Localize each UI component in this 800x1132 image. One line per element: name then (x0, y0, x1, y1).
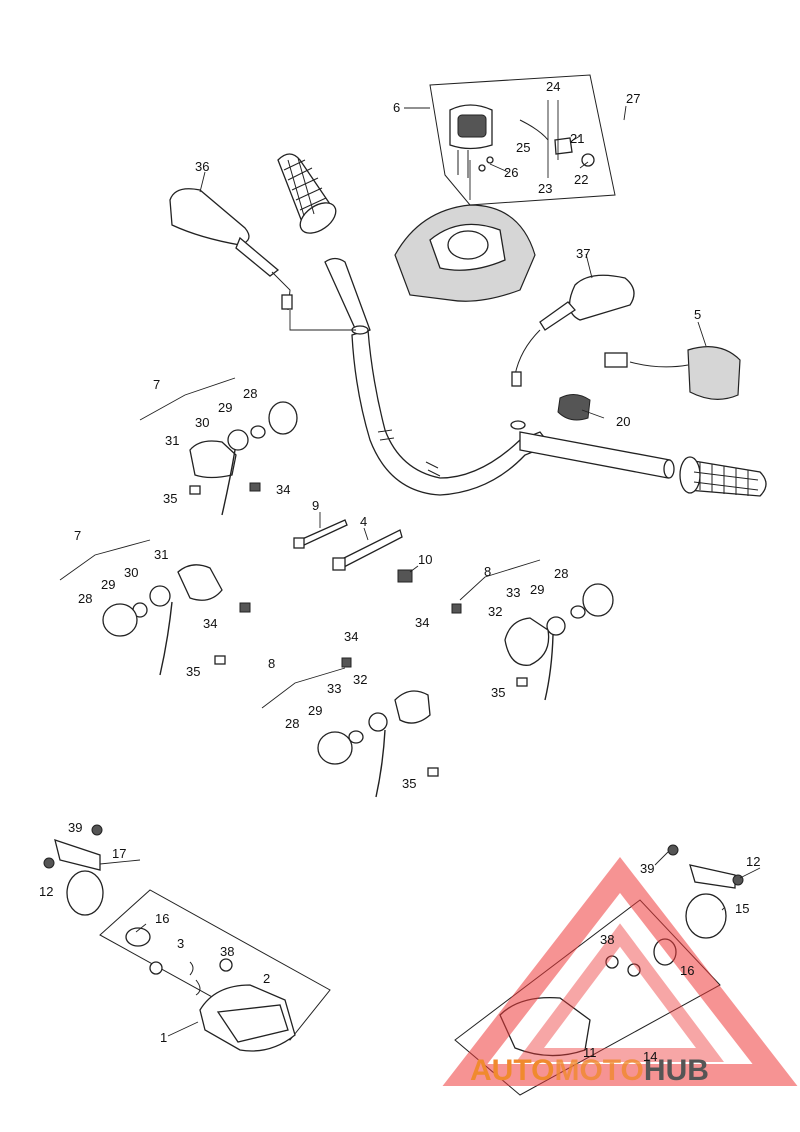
turn-signal-middle-right (451, 559, 614, 701)
callout-label: 34 (203, 616, 217, 631)
callout-label: 32 (488, 604, 502, 619)
watermark-moto: MOTO (554, 1054, 643, 1087)
turn-signal-lower (261, 657, 439, 798)
callout-label: 35 (402, 776, 416, 791)
watermark-auto: AUTO (470, 1054, 554, 1087)
turn-signal-middle-left (59, 539, 251, 676)
callout-label: 24 (546, 79, 560, 94)
callout-label: 20 (616, 414, 630, 429)
callout-label: 11 (583, 1045, 597, 1060)
callout-label: 39 (640, 861, 654, 876)
callout-label: 32 (353, 672, 367, 687)
callout-label: 6 (393, 100, 400, 115)
callout-label: 38 (220, 944, 234, 959)
callout-label: 16 (680, 963, 694, 978)
headlight-left (99, 889, 331, 1052)
right-mirror (511, 274, 635, 387)
leader-lines (99, 105, 761, 1037)
callout-label: 23 (538, 181, 552, 196)
callout-label: 22 (574, 172, 588, 187)
watermark-triangle-inner (516, 923, 724, 1062)
callout-label: 34 (415, 615, 429, 630)
callout-label: 16 (155, 911, 169, 926)
callouts: 1 2 3 4 5 6 7 7 8 8 9 10 11 12 12 14 15 … (39, 79, 760, 1064)
callout-label: 29 (530, 582, 544, 597)
watermark-hub: HUB (644, 1054, 709, 1087)
callout-label: 31 (165, 433, 179, 448)
callout-label: 8 (268, 656, 275, 671)
callout-label: 21 (570, 131, 584, 146)
callout-label: 35 (186, 664, 200, 679)
callout-label: 2 (263, 971, 270, 986)
callout-label: 27 (626, 91, 640, 106)
watermark: AUTOMOTOHUB (442, 857, 798, 1087)
right-switch (604, 346, 741, 400)
callout-label: 4 (360, 514, 367, 529)
callout-label: 28 (243, 386, 257, 401)
callout-label: 10 (418, 552, 432, 567)
callout-label: 29 (218, 400, 232, 415)
callout-label: 28 (78, 591, 92, 606)
callout-label: 33 (327, 681, 341, 696)
watermark-text: AUTOMOTOHUB (470, 1054, 709, 1087)
callout-label: 14 (643, 1049, 657, 1064)
left-mirror (169, 188, 356, 331)
cable-tie-4 (332, 529, 403, 571)
callout-label: 29 (308, 703, 322, 718)
callout-label: 7 (153, 377, 160, 392)
callout-label: 26 (504, 165, 518, 180)
watermark-triangle-outer (442, 857, 798, 1086)
callout-label: 35 (491, 685, 505, 700)
callout-label: 12 (746, 854, 760, 869)
meter-assembly (429, 74, 616, 206)
callout-label: 34 (344, 629, 358, 644)
callout-label: 12 (39, 884, 53, 899)
callout-label: 9 (312, 498, 319, 513)
callout-label: 36 (195, 159, 209, 174)
right-grip (679, 456, 767, 497)
cable-tie-9 (293, 519, 348, 549)
bracket-left (43, 824, 104, 916)
throttle-switch (557, 394, 591, 421)
handlebar (324, 257, 675, 496)
callout-label: 33 (506, 585, 520, 600)
callout-label: 38 (600, 932, 614, 947)
callout-label: 37 (576, 246, 590, 261)
callout-label: 25 (516, 140, 530, 155)
callout-label: 17 (112, 846, 126, 861)
callout-label: 31 (154, 547, 168, 562)
callout-label: 15 (735, 901, 749, 916)
callout-label: 1 (160, 1030, 167, 1045)
callout-label: 28 (285, 716, 299, 731)
callout-label: 5 (694, 307, 701, 322)
callout-label: 29 (101, 577, 115, 592)
callout-label: 30 (124, 565, 138, 580)
callout-label: 8 (484, 564, 491, 579)
callout-label: 30 (195, 415, 209, 430)
left-grip (277, 153, 337, 234)
dash-housing (394, 160, 536, 302)
callout-label: 34 (276, 482, 290, 497)
callout-label: 3 (177, 936, 184, 951)
clip-10 (397, 569, 413, 583)
callout-label: 28 (554, 566, 568, 581)
callout-label: 39 (68, 820, 82, 835)
bracket-right (667, 844, 744, 939)
callout-label: 7 (74, 528, 81, 543)
turn-signal-upper-left (139, 377, 298, 516)
callout-label: 35 (163, 491, 177, 506)
